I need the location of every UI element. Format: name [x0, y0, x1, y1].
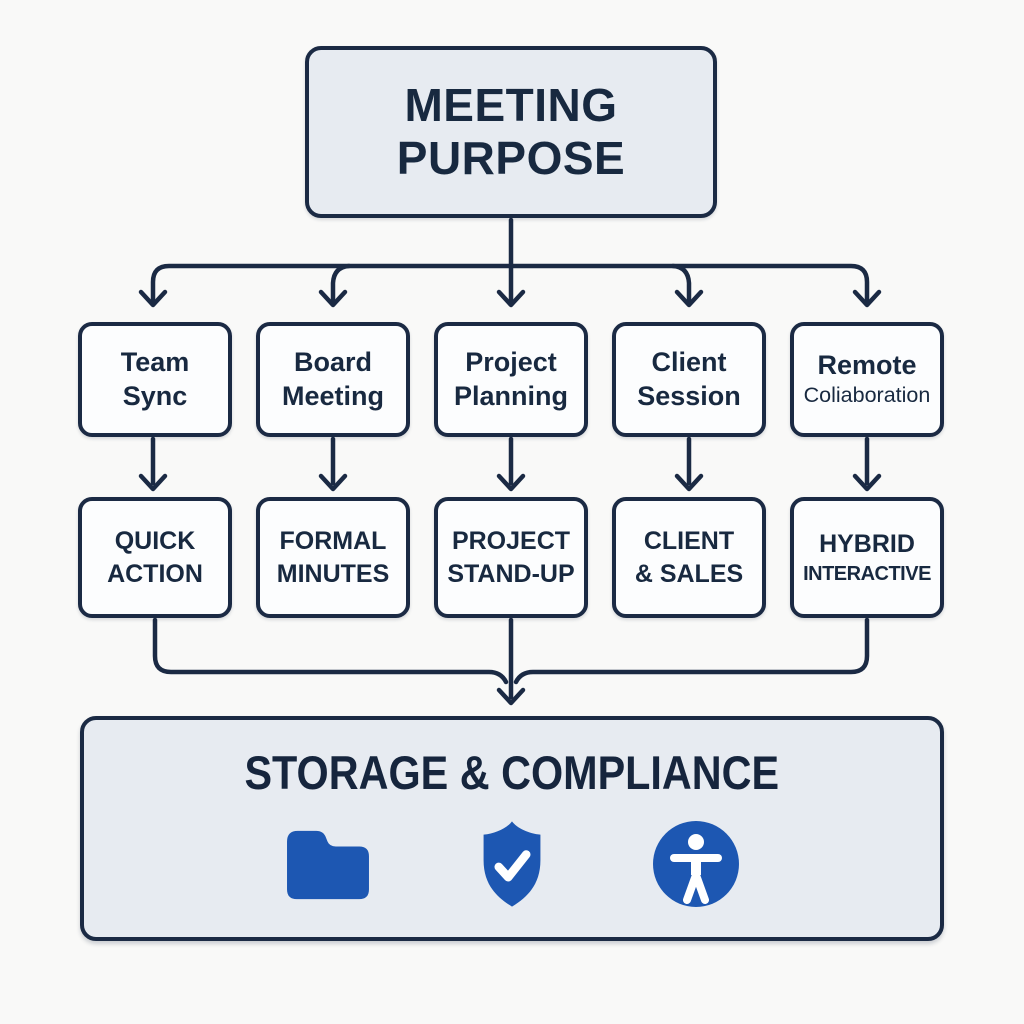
node-quick-action: QUICK ACTION	[78, 497, 232, 618]
node-label: QUICK	[114, 527, 196, 555]
node-label: Meeting	[281, 380, 384, 411]
node-storage-compliance: STORAGE & COMPLIANCE	[80, 716, 944, 941]
node-label: MEETING	[404, 78, 618, 131]
node-label: FORMAL	[279, 527, 387, 555]
node-label: MINUTES	[276, 559, 390, 588]
node-client-sales: CLIENT & SALES	[612, 497, 766, 618]
node-label: Team	[120, 346, 190, 377]
node-label: PURPOSE	[396, 132, 626, 184]
node-remote-collaboration: Remote Coliaboration	[790, 322, 944, 437]
node-team-sync: Team Sync	[78, 322, 232, 437]
node-label: Remote	[817, 349, 917, 380]
shield-check-icon	[464, 818, 560, 910]
compliance-icons-row	[280, 818, 744, 910]
node-label: STAND-UP	[447, 559, 575, 588]
node-label: Planning	[454, 380, 568, 411]
node-label: ACTION	[107, 559, 203, 588]
node-label: INTERACTIVE	[803, 562, 931, 585]
folder-icon	[280, 818, 376, 910]
node-formal-minutes: FORMAL MINUTES	[256, 497, 410, 618]
node-meeting-purpose: MEETING PURPOSE	[305, 46, 717, 218]
node-label: HYBRID	[819, 530, 915, 559]
storage-compliance-title: STORAGE & COMPLIANCE	[244, 746, 780, 799]
node-hybrid-interactive: HYBRID INTERACTIVE	[790, 497, 944, 618]
node-label: Session	[637, 380, 741, 411]
node-project-stand-up: PROJECT STAND-UP	[434, 497, 588, 618]
node-label: Board	[293, 346, 372, 377]
node-label: Sync	[122, 380, 188, 411]
node-label: PROJECT	[451, 527, 571, 555]
node-label: CLIENT	[643, 527, 735, 555]
node-label: & SALES	[634, 559, 744, 588]
node-label: Client	[651, 346, 727, 377]
node-label: Coliaboration	[803, 383, 931, 408]
node-client-session: Client Session	[612, 322, 766, 437]
node-board-meeting: Board Meeting	[256, 322, 410, 437]
node-project-planning: Project Planning	[434, 322, 588, 437]
accessibility-icon	[648, 818, 744, 910]
node-label: Project	[465, 346, 557, 377]
